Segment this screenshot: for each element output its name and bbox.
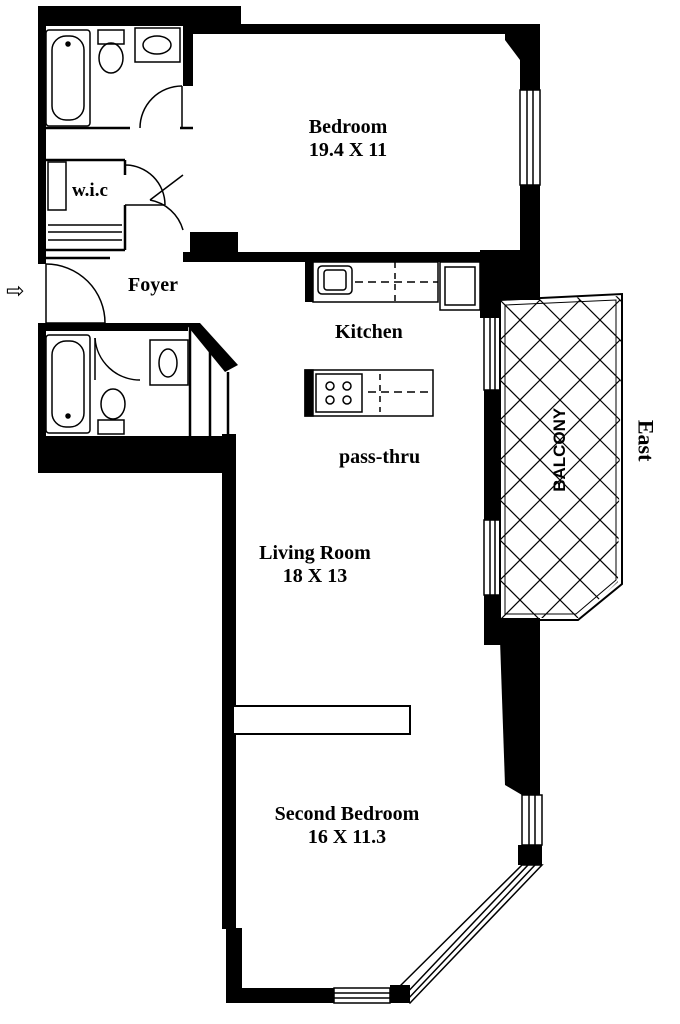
doors [45, 85, 184, 381]
pass-thru-label: pass-thru [339, 446, 421, 468]
wic-label: w.i.c [72, 180, 108, 201]
second-bedroom-label: Second Bedroom 16 X 11.3 [252, 803, 442, 849]
foyer-label: Foyer [128, 274, 178, 296]
bedroom-name: Bedroom [308, 116, 388, 138]
partitions [46, 126, 230, 436]
second-bedroom-size: 16 X 11.3 [307, 826, 387, 848]
balcony-label: BALCONY [550, 407, 570, 492]
balcony [499, 292, 623, 621]
bedroom-label: Bedroom 19.4 X 11 [286, 116, 410, 162]
kitchen-label: Kitchen [335, 321, 403, 343]
living-room-size: 18 X 13 [282, 565, 348, 587]
wic-shelves [47, 161, 122, 241]
bath-fixtures [45, 27, 189, 435]
second-bedroom-name: Second Bedroom [274, 803, 420, 825]
walls [38, 6, 542, 1003]
entry-arrow-icon: ⇨ [6, 279, 25, 304]
living-room-label: Living Room 18 X 13 [240, 542, 390, 588]
closet-bar [232, 705, 411, 735]
bedroom-size: 19.4 X 11 [308, 139, 388, 161]
living-room-name: Living Room [259, 542, 371, 564]
east-compass-label: East [633, 419, 659, 462]
kitchen-fixtures [304, 261, 481, 417]
